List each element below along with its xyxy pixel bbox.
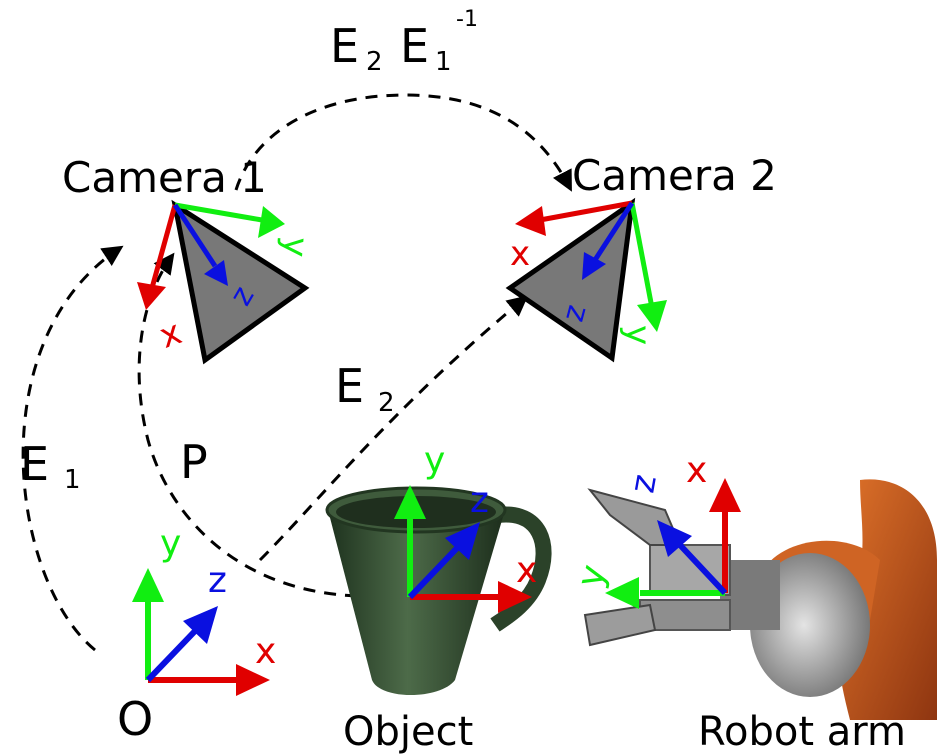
camera-1-label: Camera 1 xyxy=(62,153,267,202)
origin-frame: x y z xyxy=(132,523,276,696)
object-label: Object xyxy=(343,709,473,755)
transform-label-e2: E 2 xyxy=(335,359,395,418)
arrow-e2 xyxy=(258,295,529,562)
origin-x-label: x xyxy=(255,631,276,672)
camera-2: x y z xyxy=(505,197,667,363)
camera-2-label: Camera 2 xyxy=(572,151,777,200)
transform-arrows xyxy=(21,93,572,652)
camera-2-frustum xyxy=(505,197,636,363)
e2e1-sub-1: 1 xyxy=(435,47,452,77)
e2e1-sub-2: 2 xyxy=(366,47,383,77)
camera-1-axes xyxy=(137,202,285,310)
robot-frame: x y z xyxy=(569,450,741,609)
arrow-e2e1inv xyxy=(234,93,572,192)
e2e1-main-2: E xyxy=(400,19,429,73)
mug-image xyxy=(325,486,552,695)
robot-arm-label: Robot arm xyxy=(698,709,906,755)
e2-main: E xyxy=(335,359,364,413)
transform-label-e2e1inv: E 2 E 1 -1 xyxy=(330,7,478,77)
object-frame: x y z xyxy=(394,440,537,613)
object-x-label: x xyxy=(516,550,537,591)
origin-z-label: z xyxy=(208,560,227,601)
robot-y-label: y xyxy=(569,560,614,591)
camera-1: y x z xyxy=(137,199,316,365)
e1-sub: 1 xyxy=(64,465,81,495)
camera-2-y-label: y xyxy=(618,325,658,345)
robot-arm-image xyxy=(583,479,937,720)
camera-2-axes xyxy=(515,200,667,332)
camera-1-frustum xyxy=(171,199,310,365)
transform-label-e1: E 1 xyxy=(20,437,81,495)
arrow-p xyxy=(137,252,379,598)
e2e1-sup: -1 xyxy=(456,7,478,32)
origin-label: O xyxy=(117,692,153,746)
object-y-label: y xyxy=(424,440,445,481)
robot-z-label: z xyxy=(626,472,668,497)
camera-1-x-label: x xyxy=(154,312,187,356)
camera-1-y-label: y xyxy=(274,235,316,259)
arrow-e1 xyxy=(21,245,124,652)
e2e1-main-1: E xyxy=(330,19,359,73)
robot-x-label: x xyxy=(686,450,707,491)
camera-2-x-label: x xyxy=(510,234,530,274)
origin-y-label: y xyxy=(160,523,181,564)
transform-label-p: P xyxy=(180,435,208,489)
e1-main: E xyxy=(20,437,49,491)
object-z-label: z xyxy=(470,480,489,521)
e2-sub: 2 xyxy=(378,388,395,418)
